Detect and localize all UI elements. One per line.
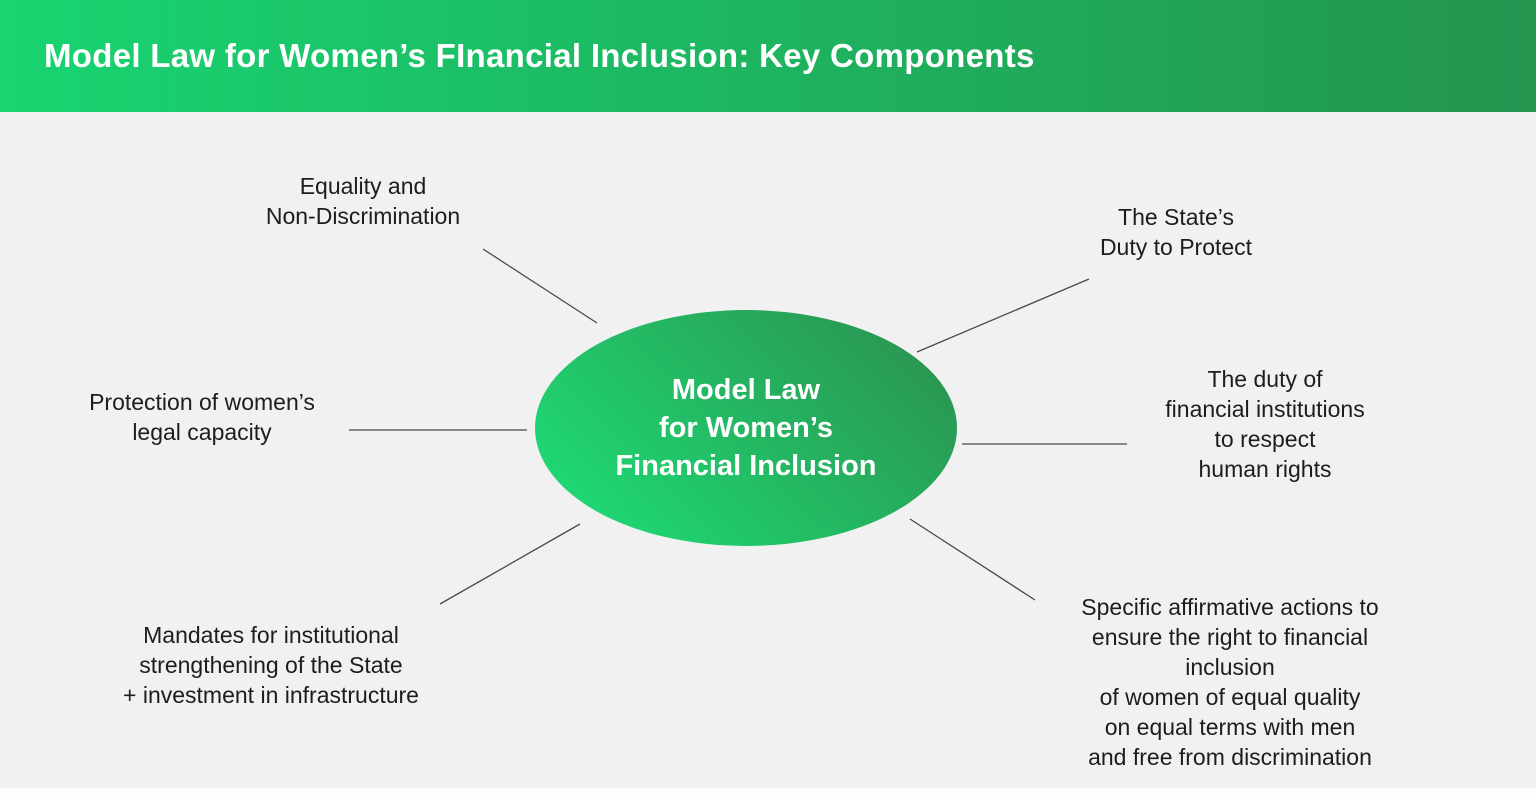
central-node: Model Law for Women’s Financial Inclusio… [535, 310, 957, 546]
footer-strip [0, 788, 1536, 800]
node-label-duty-financial-institutions: The duty of financial institutions to re… [1165, 366, 1365, 482]
central-node-label: Model Law for Women’s Financial Inclusio… [615, 374, 877, 482]
connector-line-affirmative [909, 518, 1036, 601]
node-label-equality-non-discrimination: Equality and Non-Discrimination [265, 173, 461, 229]
connector-line-equality [482, 248, 598, 324]
connector-line-mandates [439, 523, 581, 605]
node-label-states-duty-to-protect: The State’s Duty to Protect [1099, 204, 1253, 260]
page-title: Model Law for Women’s FInancial Inclusio… [44, 37, 1035, 74]
node-label-specific-affirmative-actions: Specific affirmative actions to ensure t… [1081, 594, 1379, 770]
header-banner: Model Law for Women’s FInancial Inclusio… [0, 0, 1536, 112]
node-label-mandates-institutional-strengthening: Mandates for institutional strengthening… [123, 622, 419, 708]
node-label-protection-legal-capacity: Protection of women’s legal capacity [89, 389, 315, 445]
connector-line-states-duty [916, 278, 1090, 353]
